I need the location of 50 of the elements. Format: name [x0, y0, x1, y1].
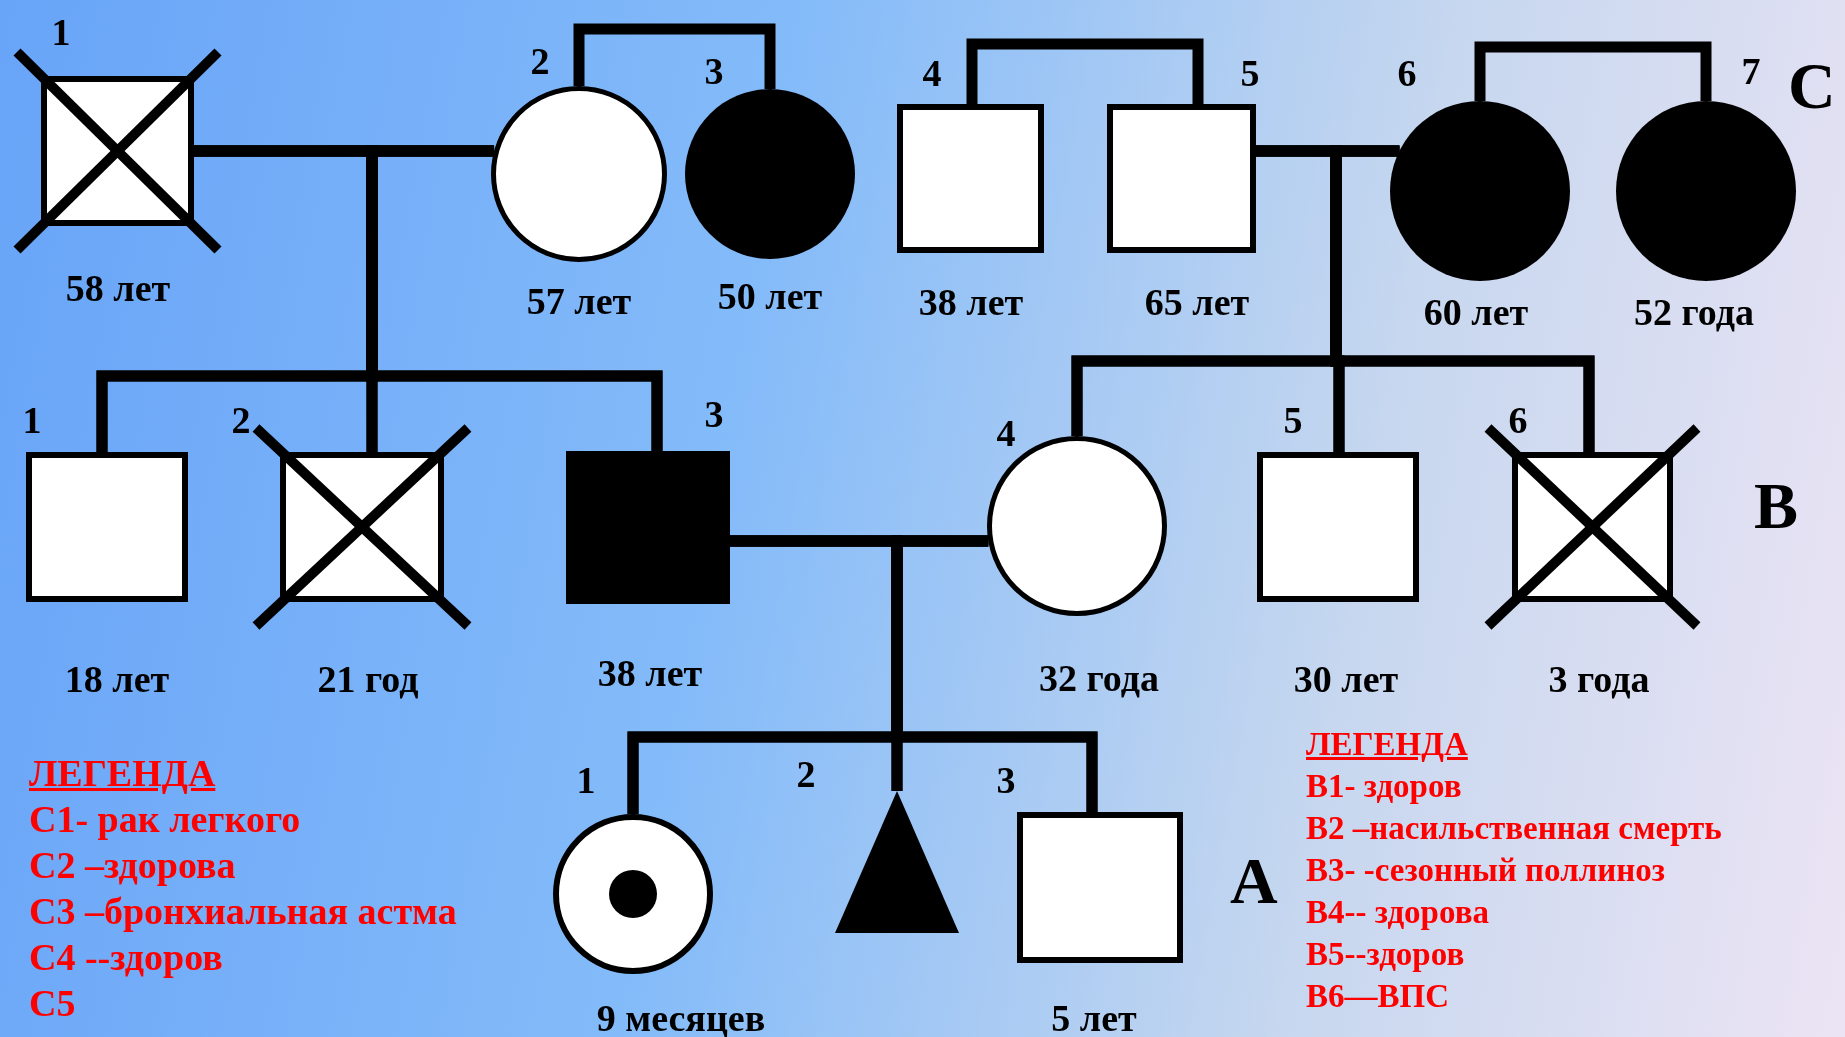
individual-number: 2 — [231, 399, 251, 441]
age-label: 32 года — [1039, 657, 1159, 699]
generation-letter: C — [1788, 50, 1836, 123]
individual-number: 1 — [51, 11, 71, 53]
individual-number: 4 — [996, 412, 1016, 454]
legend-entry: С5 — [29, 983, 76, 1025]
generation-letter: B — [1754, 470, 1799, 543]
legend-entry: В5--здоров — [1306, 936, 1465, 973]
legend-entry: С1- рак легкого — [29, 799, 301, 841]
age-label: 57 лет — [526, 280, 632, 322]
individual-number: 1 — [22, 399, 42, 441]
pedigree-line — [1330, 145, 1595, 452]
individual-number: 3 — [704, 50, 724, 92]
individual-number: 2 — [530, 40, 550, 82]
age-label: 3 года — [1548, 658, 1650, 700]
legend-entry: С4 --здоров — [29, 937, 223, 979]
age-label: 18 лет — [64, 658, 170, 700]
legend-entry: В6—ВПС — [1306, 978, 1450, 1015]
legend-entry: В1- здоров — [1306, 768, 1462, 805]
individual-number: 6 — [1508, 399, 1528, 441]
pedigree-line — [1474, 41, 1712, 101]
legend-heading: ЛЕГЕНДА — [1306, 726, 1468, 763]
age-label: 60 лет — [1423, 291, 1529, 333]
legend-entry: С2 –здорова — [29, 845, 236, 887]
generation-letter: A — [1230, 845, 1278, 918]
individual-number: 7 — [1741, 50, 1761, 92]
legend-entry: В4-- здорова — [1306, 894, 1489, 931]
individual-number: 4 — [922, 52, 942, 94]
age-label: 52 года — [1634, 291, 1754, 333]
age-label: 38 лет — [918, 281, 1024, 323]
age-label: 21 год — [317, 658, 419, 700]
individual-number: 1 — [576, 759, 596, 801]
age-label: 65 лет — [1144, 281, 1250, 323]
individual-number: 6 — [1397, 52, 1417, 94]
age-label: 50 лет — [717, 275, 823, 317]
legend-entry: С3 –бронхиальная астма — [29, 891, 457, 933]
individual-number: 5 — [1283, 399, 1303, 441]
legend-entry: В2 –насильственная смерть — [1306, 810, 1722, 847]
age-label: 58 лет — [65, 267, 171, 309]
age-label: 5 лет — [1051, 997, 1137, 1037]
individual-number: 3 — [704, 393, 724, 435]
age-label: 30 лет — [1293, 658, 1399, 700]
individual-number: 3 — [996, 759, 1016, 801]
pedigree-line — [573, 23, 776, 89]
legend-entry: В3- -сезонный поллиноз — [1306, 852, 1665, 889]
individual-number: 2 — [796, 753, 816, 795]
pedigree-line — [966, 38, 1204, 104]
individual-number: 5 — [1240, 52, 1260, 94]
legend-heading: ЛЕГЕНДА — [29, 753, 216, 795]
age-label: 38 лет — [597, 652, 703, 694]
